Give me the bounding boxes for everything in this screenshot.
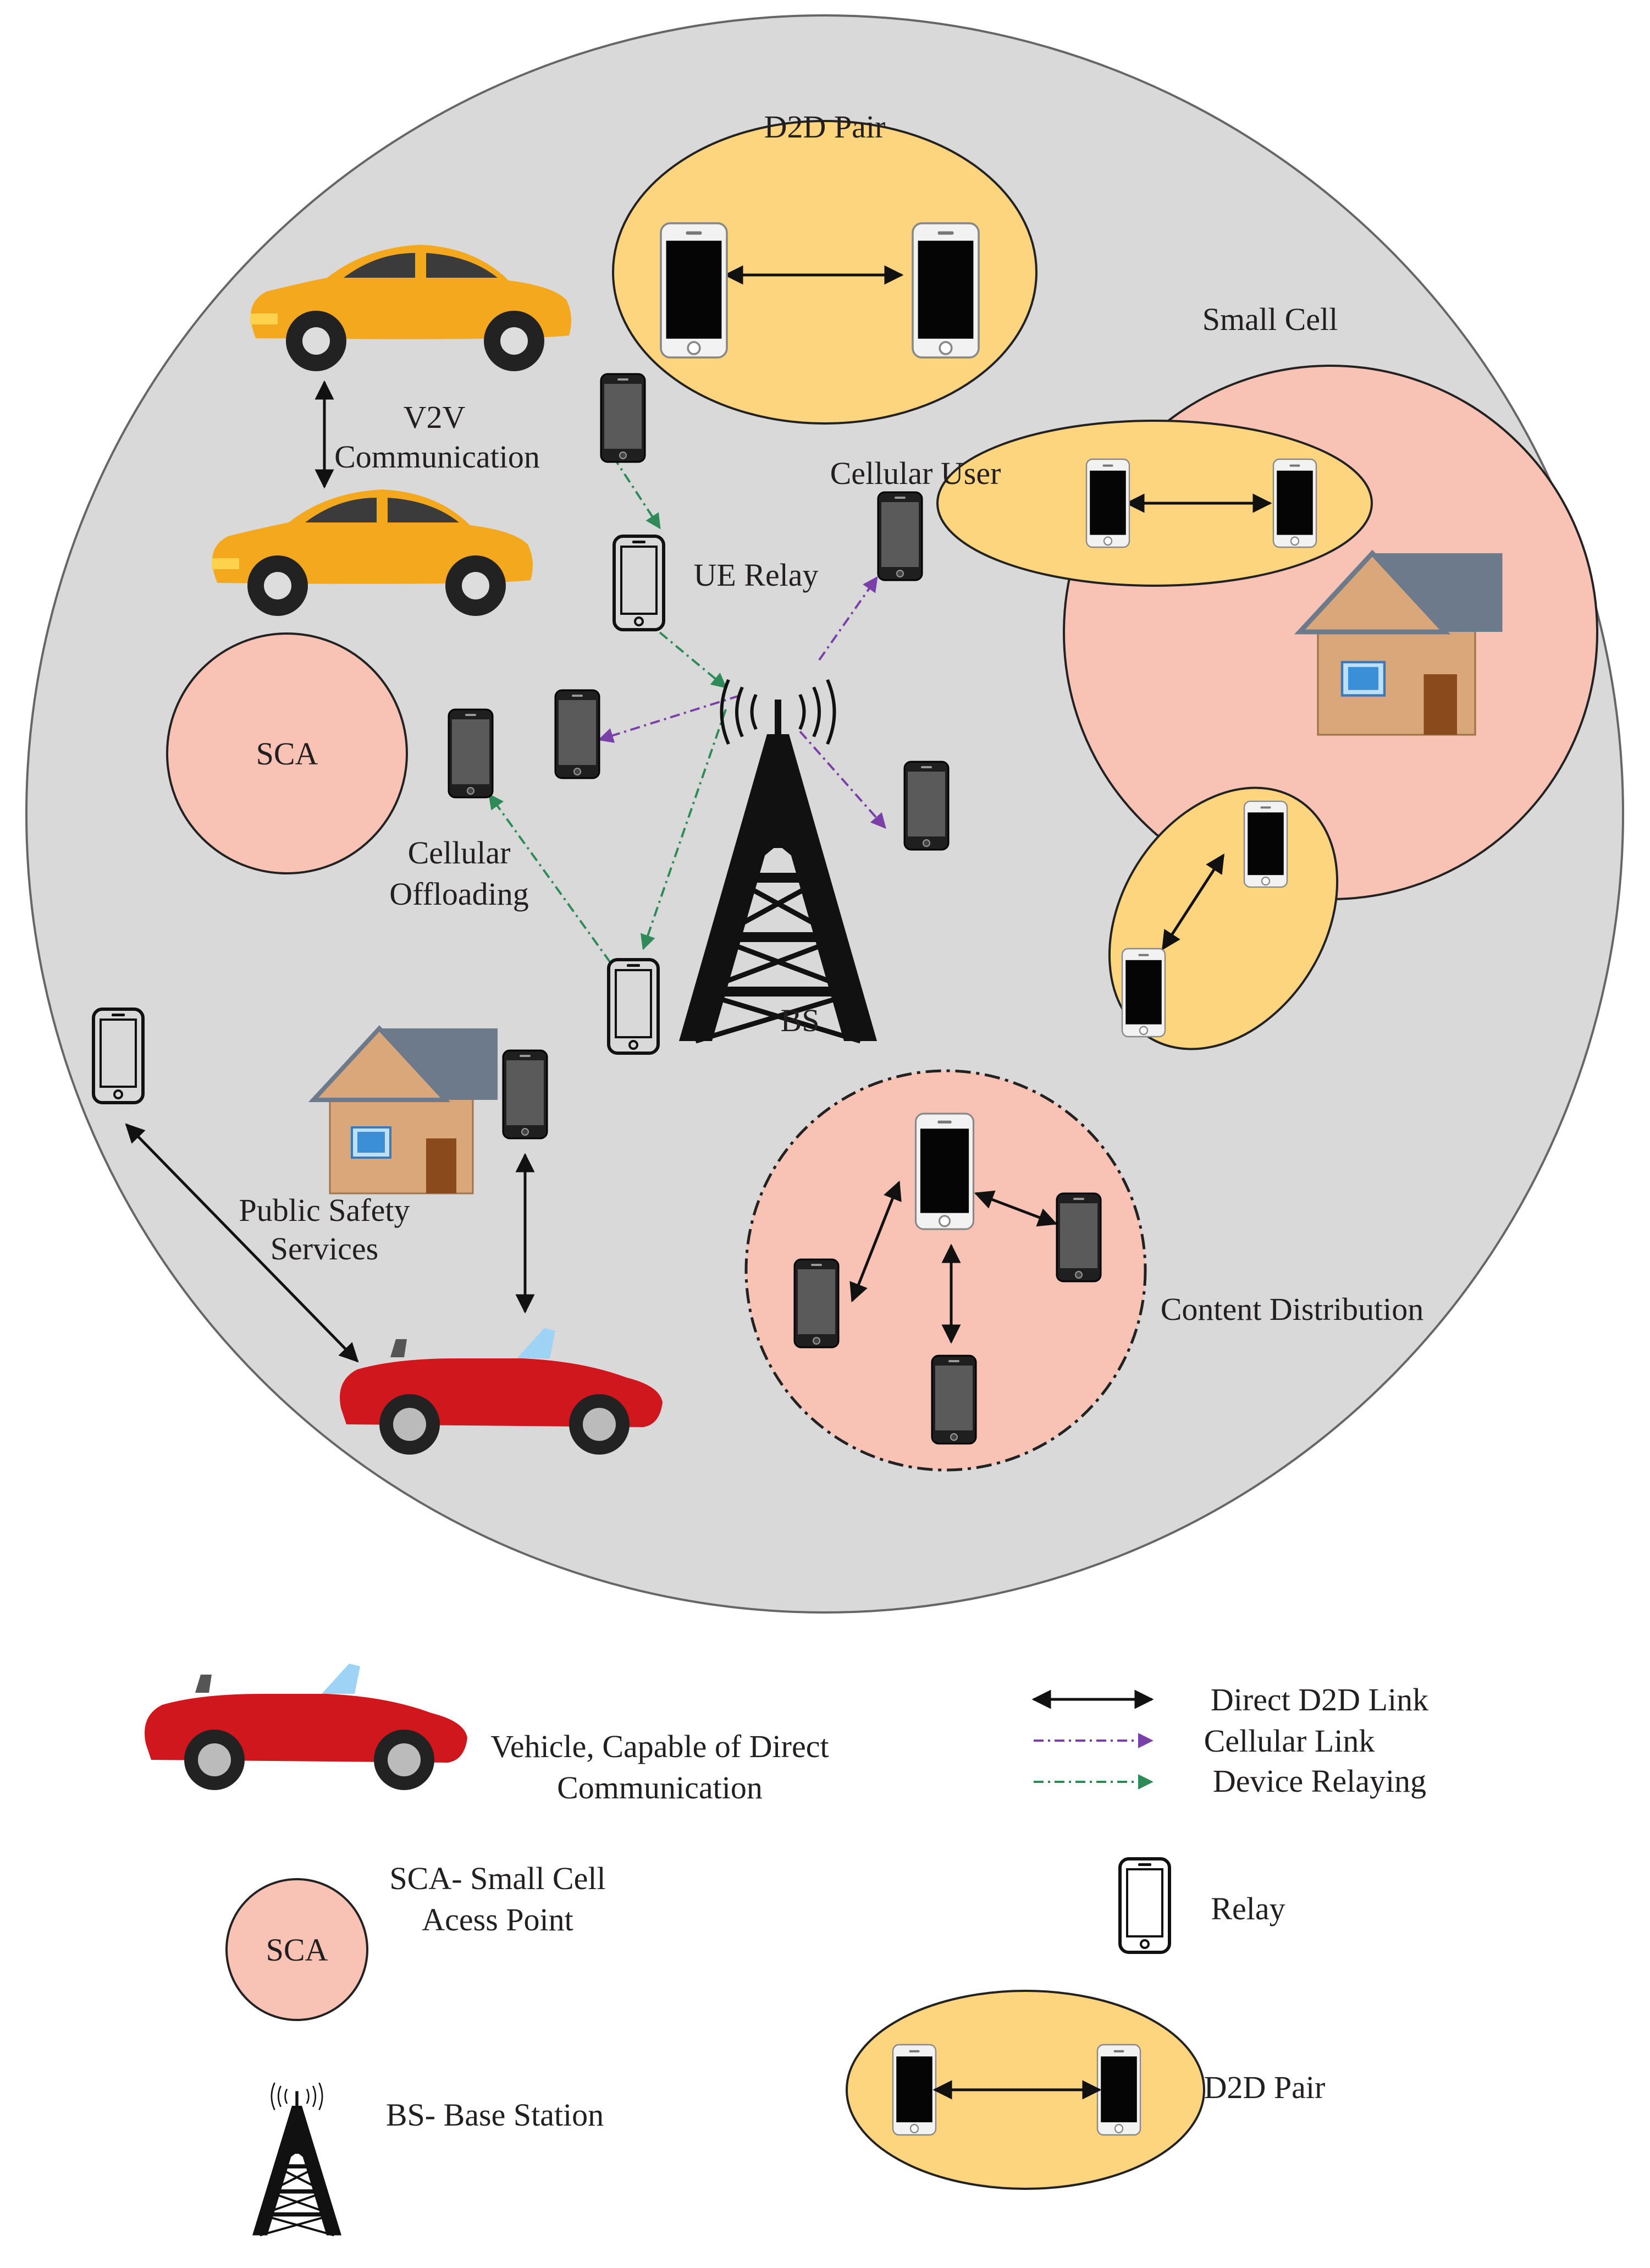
tilted-phone-bottom <box>1121 948 1166 1038</box>
cellular-link-left <box>598 695 740 743</box>
label-bs: BS <box>781 1003 820 1038</box>
small-cell-phone-left <box>1085 458 1130 548</box>
relay-link-3 <box>640 709 727 950</box>
label-ue-relay: UE Relay <box>693 557 818 593</box>
label-d2d-pair-top: D2D Pair <box>764 109 886 145</box>
content-link-2 <box>974 1190 1058 1227</box>
content-center-phone <box>914 1113 975 1230</box>
cellular-link-user <box>818 576 878 661</box>
legend-sca-icon <box>225 1878 368 2021</box>
relay-link-2 <box>659 631 727 689</box>
legend-sca-line2: Acess Point <box>422 1902 573 1937</box>
content-phone-bottom <box>931 1355 977 1445</box>
offloading-phone <box>448 708 494 799</box>
legend-bs: BS- Base Station <box>386 2097 604 2133</box>
relay-link-1 <box>612 455 661 530</box>
phone-near-d2d <box>600 373 646 463</box>
label-public-safety-2: Services <box>271 1231 379 1267</box>
legend-vehicle-line1: Vehicle, Capable of Direct <box>490 1728 829 1764</box>
legend-d2d-phone-left <box>892 2044 937 2136</box>
legend-d2d-pair: D2D Pair <box>1204 2069 1326 2105</box>
cellular-link-right <box>799 730 886 829</box>
label-cellular-offloading-1: Cellular <box>408 835 511 871</box>
label-public-safety-1: Public Safety <box>239 1192 410 1228</box>
label-cellular-user: Cellular User <box>830 455 1001 491</box>
d2d-phone-left <box>660 222 728 359</box>
tilted-d2d-link <box>1161 854 1225 950</box>
label-cellular-offloading-2: Offloading <box>389 876 528 912</box>
legend-tower-icon <box>252 2083 341 2235</box>
phone-public-safety <box>502 1049 548 1139</box>
label-small-cell: Small Cell <box>1202 301 1338 337</box>
legend-sca-icon-label: SCA <box>266 1932 328 1968</box>
legend-direct-d2d-link: Direct D2D Link <box>1211 1682 1428 1717</box>
legend-cellular-link: Cellular Link <box>1204 1723 1375 1759</box>
legend-sca-line1: SCA- Small Cell <box>389 1860 605 1896</box>
phone-left-bs <box>554 689 600 779</box>
content-phone-right <box>1056 1192 1102 1282</box>
small-cell-phone-right <box>1272 458 1317 548</box>
legend-vehicle-line2: Communication <box>557 1770 763 1805</box>
content-phone-left <box>793 1258 840 1348</box>
content-link-1 <box>849 1180 902 1303</box>
label-v2v-line2: Communication <box>334 439 540 475</box>
sca-circle <box>166 632 408 874</box>
label-sca: SCA <box>256 736 318 772</box>
legend-red-car-icon <box>145 1664 467 1790</box>
legend-device-relaying: Device Relaying <box>1213 1763 1426 1799</box>
legend-d2d-phone-right <box>1096 2044 1141 2136</box>
phone-right-bs <box>903 761 950 851</box>
tilted-phone-top <box>1243 800 1288 888</box>
d2d-phone-right <box>912 222 980 359</box>
legend-relay: Relay <box>1211 1891 1285 1926</box>
cellular-user-phone <box>877 491 923 581</box>
relay-link-4 <box>488 793 611 964</box>
legend-relay-icon <box>1120 1859 1169 1952</box>
public-safety-link <box>125 1123 359 1363</box>
label-v2v-line1: V2V <box>404 399 466 435</box>
label-content-distribution: Content Distribution <box>1161 1291 1424 1327</box>
